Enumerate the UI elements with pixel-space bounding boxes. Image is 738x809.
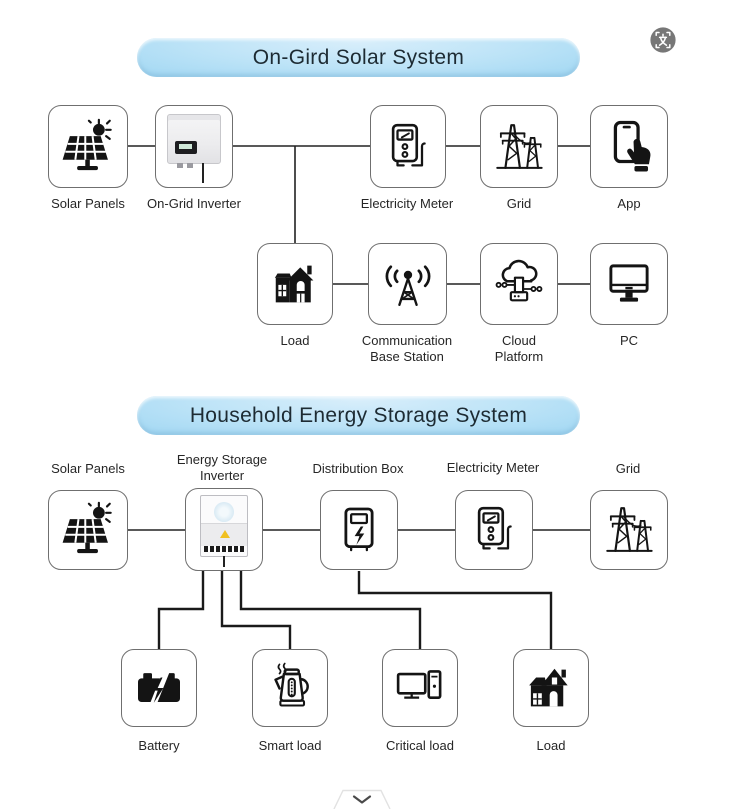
label-smart-load: Smart load	[258, 738, 322, 753]
chevron-down-icon	[333, 789, 391, 809]
solar-panels-icon	[62, 501, 112, 554]
node-battery	[121, 649, 197, 727]
label-battery: Battery	[138, 738, 180, 753]
node-pc	[590, 243, 668, 325]
label-base-station: Communication Base Station	[361, 333, 453, 364]
label-cloud-platform: Cloud Platform	[494, 333, 544, 364]
translate-icon	[650, 27, 676, 53]
node-base-station	[368, 243, 447, 325]
node-solar-panels-2	[48, 490, 128, 570]
on-grid-inverter-photo	[167, 113, 221, 183]
node-electricity-meter-1	[370, 105, 446, 188]
node-distribution-box	[320, 490, 398, 570]
cloud-platform-icon	[495, 259, 543, 302]
electricity-meter-icon	[391, 123, 426, 167]
node-electricity-meter-2	[455, 490, 533, 570]
label-pc: PC	[619, 333, 639, 348]
section2-title: Household Energy Storage System	[189, 403, 528, 427]
label-distribution-box: Distribution Box	[312, 461, 404, 476]
node-load-2	[513, 649, 589, 727]
label-energy-storage-inverter: Energy Storage Inverter	[176, 452, 268, 483]
translate-button[interactable]	[650, 27, 676, 53]
expand-button[interactable]	[330, 789, 394, 809]
label-electricity-meter-2: Electricity Meter	[446, 460, 540, 475]
section2-title-banner: Household Energy Storage System	[137, 396, 580, 435]
battery-icon	[138, 672, 180, 708]
antenna-icon	[385, 265, 430, 307]
node-solar-panels-1	[48, 105, 128, 188]
pc-monitor-icon	[609, 264, 649, 302]
label-solar-panels-2: Solar Panels	[51, 461, 125, 476]
node-cloud-platform	[480, 243, 558, 325]
label-grid-1: Grid	[506, 196, 532, 211]
electricity-meter-icon	[477, 506, 512, 550]
node-grid-1	[480, 105, 558, 188]
label-critical-load: Critical load	[386, 738, 454, 753]
app-phone-icon	[613, 120, 651, 171]
node-app	[590, 105, 668, 188]
grid-towers-icon	[496, 123, 543, 169]
section1-title: On-Gird Solar System	[252, 45, 465, 69]
label-on-grid-inverter: On-Grid Inverter	[147, 196, 241, 211]
section1-title-banner: On-Gird Solar System	[137, 38, 580, 77]
node-energy-storage-inverter	[185, 488, 263, 571]
kettle-icon	[274, 662, 309, 707]
label-grid-2: Grid	[615, 461, 641, 476]
grid-towers-icon	[606, 507, 653, 552]
distribution-box-icon	[344, 507, 374, 552]
node-smart-load	[252, 649, 328, 727]
label-load-1: Load	[280, 333, 310, 348]
label-solar-panels-1: Solar Panels	[51, 196, 125, 211]
label-electricity-meter-1: Electricity Meter	[360, 196, 454, 211]
node-on-grid-inverter	[155, 105, 233, 188]
house-icon	[529, 668, 568, 707]
solar-panels-icon	[62, 118, 112, 170]
computer-icon	[396, 670, 442, 699]
house-icon	[274, 265, 314, 303]
label-app: App	[617, 196, 641, 211]
node-load-1	[257, 243, 333, 325]
label-load-2: Load	[536, 738, 566, 753]
node-critical-load	[382, 649, 458, 727]
energy-storage-inverter-photo	[200, 494, 248, 567]
node-grid-2	[590, 490, 668, 570]
